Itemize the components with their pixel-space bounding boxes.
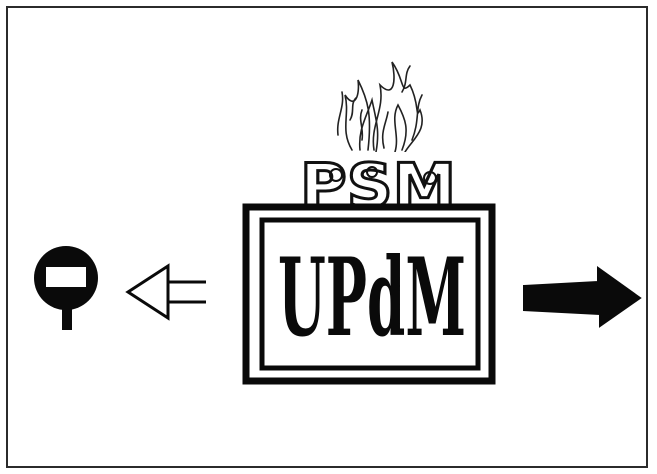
outline-arrow-left-icon [128,266,206,318]
upm-box: UPdM [246,207,492,381]
solid-arrow-right-icon [524,268,640,326]
flame-icon [338,62,422,152]
no-entry-sign-icon [34,246,98,330]
upm-label: UPdM [278,235,466,361]
